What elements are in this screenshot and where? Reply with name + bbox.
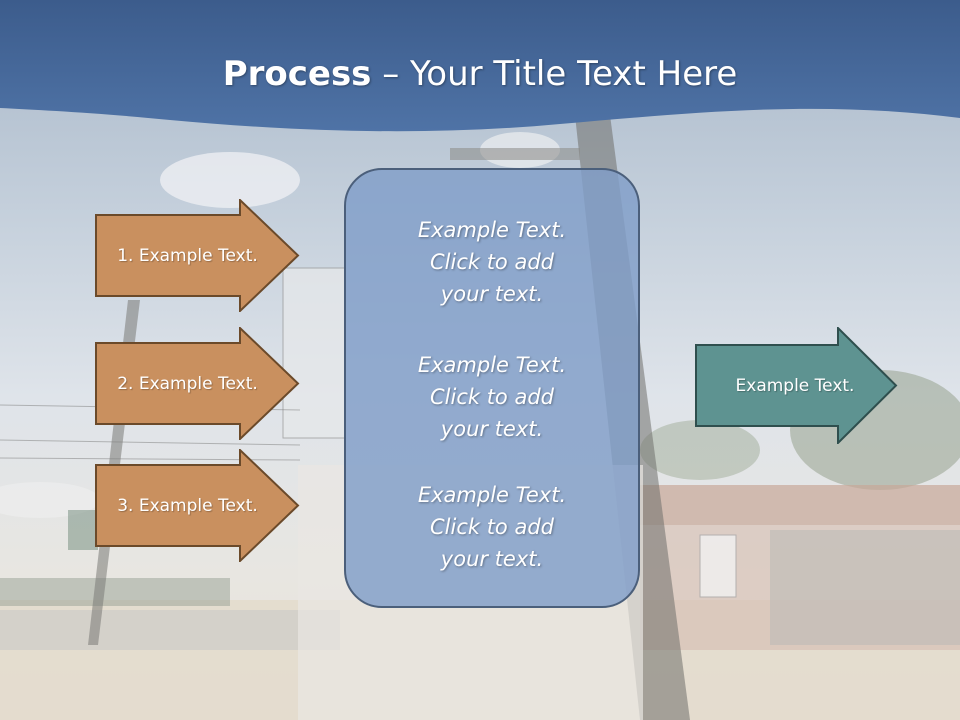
center-line: your text.: [440, 547, 544, 571]
center-line: Click to add: [429, 515, 554, 539]
center-line: your text.: [440, 282, 544, 306]
slide-title: Process – Your Title Text Here: [0, 52, 960, 96]
output-label: Example Text.: [735, 375, 855, 396]
arrow-shape: [95, 327, 300, 440]
title-bold: Process: [222, 54, 372, 94]
step-label-1: 1. Example Text.: [117, 245, 258, 266]
center-line: Example Text.: [417, 483, 567, 507]
step-label-3: 3. Example Text.: [117, 495, 258, 516]
center-text-box[interactable]: Example Text. Click to add your text. Ex…: [344, 168, 640, 608]
step-arrow-3[interactable]: 3. Example Text.: [95, 449, 300, 562]
center-line: Example Text.: [417, 218, 567, 242]
step-label-2: 2. Example Text.: [117, 373, 258, 394]
step-arrow-2[interactable]: 2. Example Text.: [95, 327, 300, 440]
center-text-item-2[interactable]: Example Text. Click to add your text.: [346, 349, 638, 445]
step-arrow-1[interactable]: 1. Example Text.: [95, 199, 300, 312]
arrow-shape: [95, 449, 300, 562]
center-line: Example Text.: [417, 353, 567, 377]
center-text-item-3[interactable]: Example Text. Click to add your text.: [346, 479, 638, 575]
header-band: [0, 0, 960, 132]
title-rest: – Your Title Text Here: [371, 54, 738, 94]
arrow-shape: [95, 199, 300, 312]
center-text-item-1[interactable]: Example Text. Click to add your text.: [346, 214, 638, 310]
arrow-shape: [695, 327, 898, 444]
center-line: your text.: [440, 417, 544, 441]
output-arrow[interactable]: Example Text.: [695, 327, 900, 444]
center-line: Click to add: [429, 385, 554, 409]
center-line: Click to add: [429, 250, 554, 274]
